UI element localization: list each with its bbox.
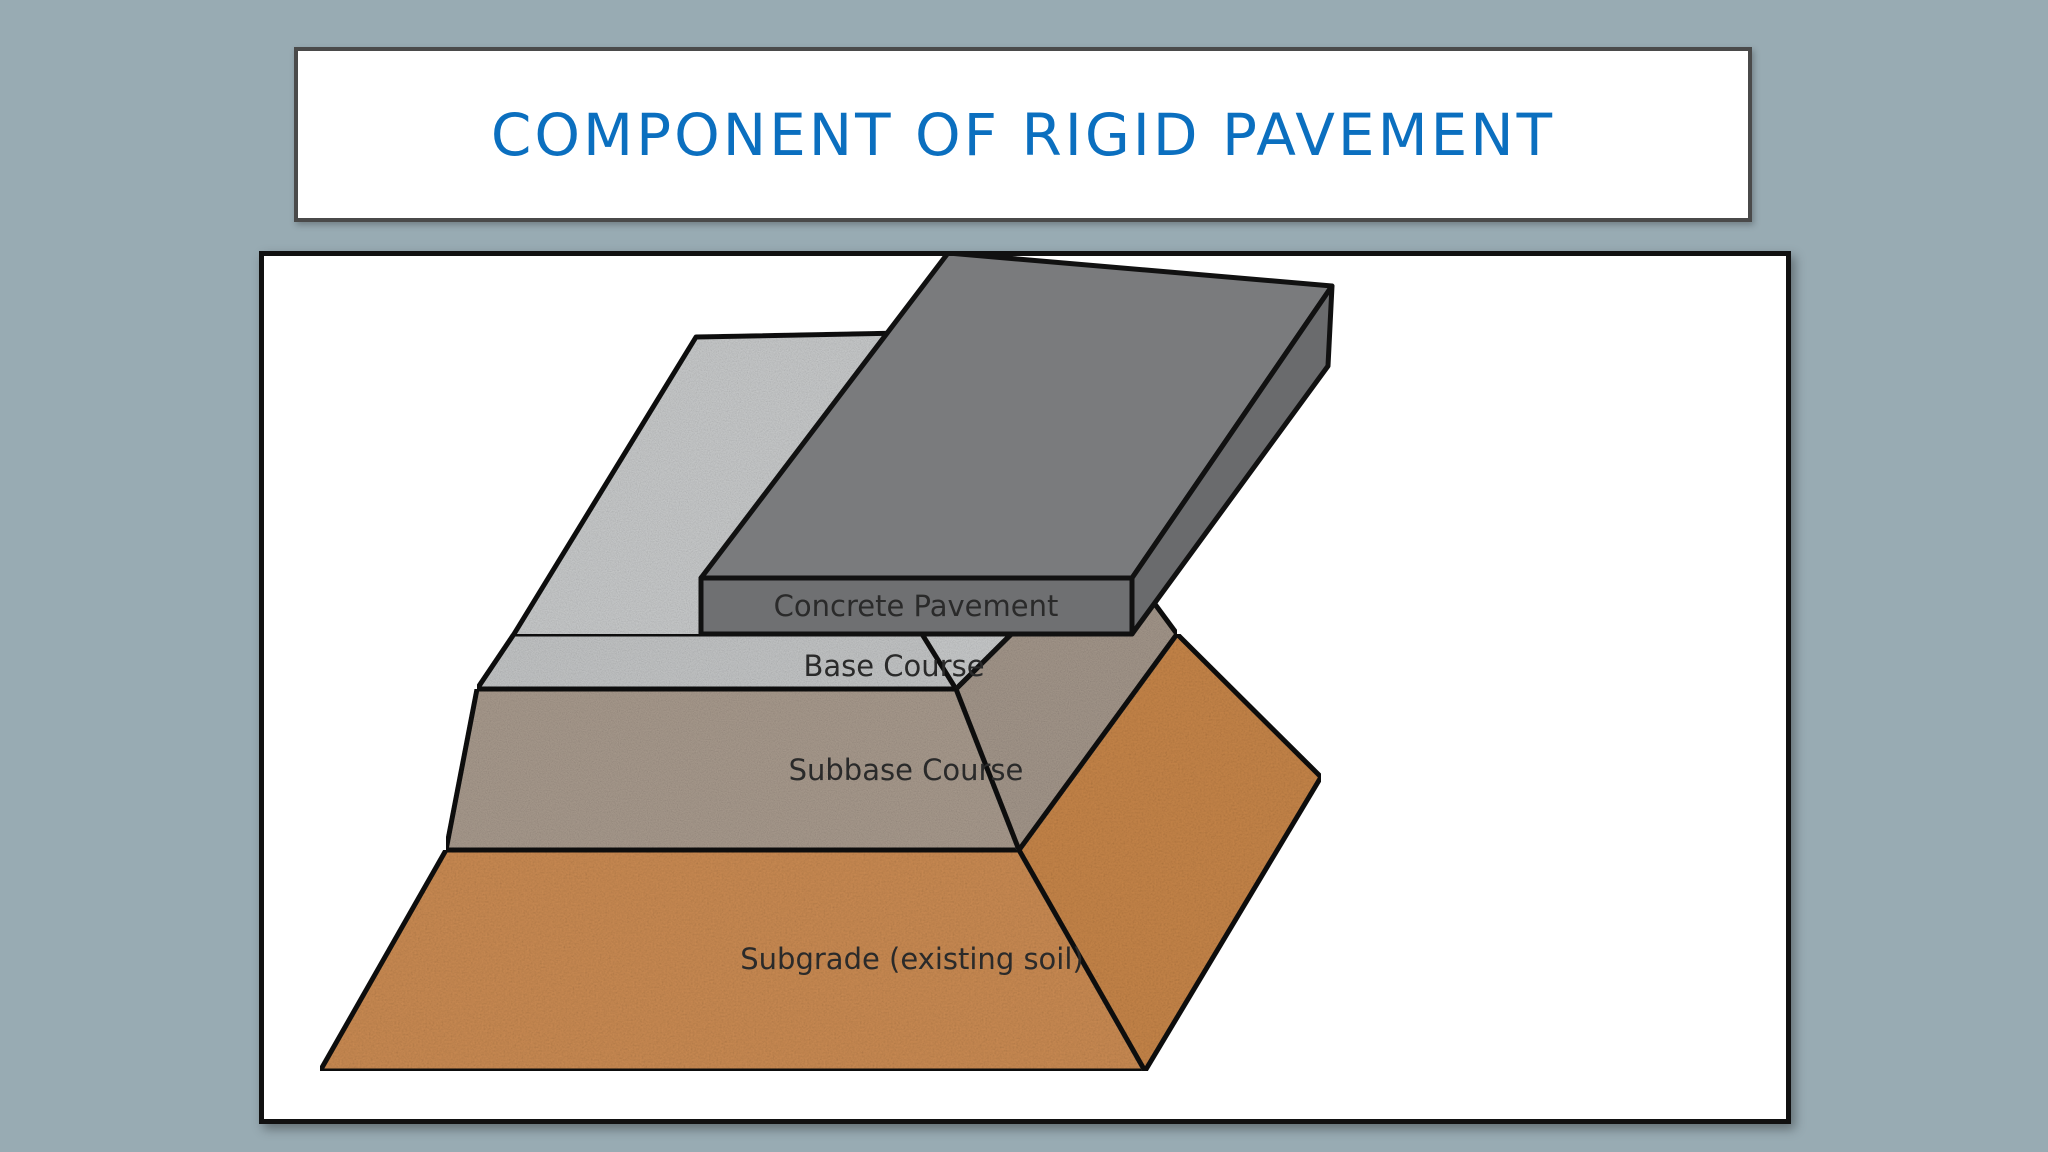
title-box: COMPONENT OF RIGID PAVEMENT xyxy=(294,47,1752,222)
page-title: COMPONENT OF RIGID PAVEMENT xyxy=(490,100,1556,169)
label-concrete-pavement: Concrete Pavement xyxy=(774,589,1059,623)
concrete-side-face xyxy=(1129,283,1335,637)
concrete-slab xyxy=(698,256,1335,637)
label-subbase-course: Subbase Course xyxy=(789,753,1024,787)
pavement-diagram-svg: Concrete Pavement Base Course Subbase Co… xyxy=(317,256,1335,1074)
pavement-diagram: Concrete Pavement Base Course Subbase Co… xyxy=(259,251,1791,1124)
label-subgrade: Subgrade (existing soil) xyxy=(740,942,1083,976)
label-base-course: Base Course xyxy=(803,649,984,683)
